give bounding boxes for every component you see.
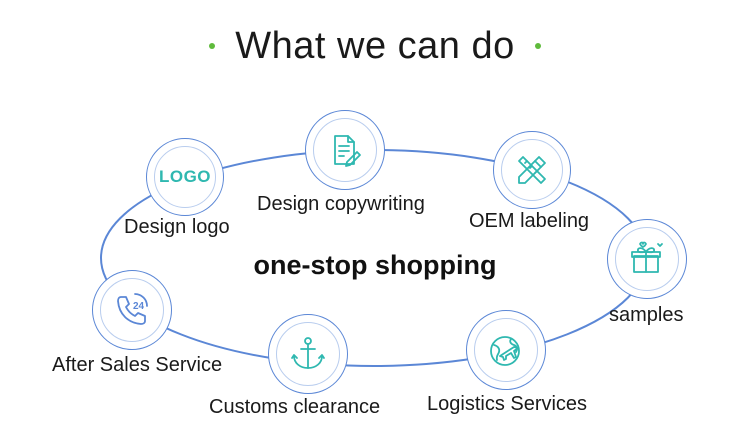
anchor-icon <box>291 337 325 369</box>
service-node-logistics <box>466 310 546 390</box>
service-node-design-logo: LOGO <box>146 138 224 216</box>
header: What we can do <box>0 16 750 76</box>
phone-24-icon: 24 <box>117 293 148 325</box>
service-node-design-copywriting <box>305 110 385 190</box>
service-label-logistics: Logistics Services <box>427 393 588 415</box>
service-label-design-copywriting: Design copywriting <box>257 193 425 215</box>
service-label-samples: samples <box>609 304 684 326</box>
center-slogan: one-stop shopping <box>253 250 497 280</box>
service-label-oem-labeling: OEM labeling <box>469 210 590 232</box>
phone-24-text: 24 <box>133 301 145 312</box>
service-node-samples <box>607 219 687 299</box>
service-label-design-logo: Design logo <box>124 216 230 238</box>
service-node-after-sales: 24 <box>92 270 172 350</box>
gift-box-icon <box>631 241 663 273</box>
logo-icon: LOGO <box>158 167 212 186</box>
service-node-oem-labeling <box>493 131 571 209</box>
bullet-dot-left <box>209 43 216 49</box>
document-pen-icon <box>334 135 361 167</box>
service-label-customs: Customs clearance <box>209 396 381 418</box>
service-label-after-sales: After Sales Service <box>52 354 223 376</box>
service-node-customs <box>268 314 348 394</box>
pencil-ruler-icon <box>518 156 546 184</box>
page-title: What we can do <box>235 24 515 67</box>
bullet-dot-right <box>534 43 541 49</box>
globe-plane-icon <box>490 336 520 366</box>
